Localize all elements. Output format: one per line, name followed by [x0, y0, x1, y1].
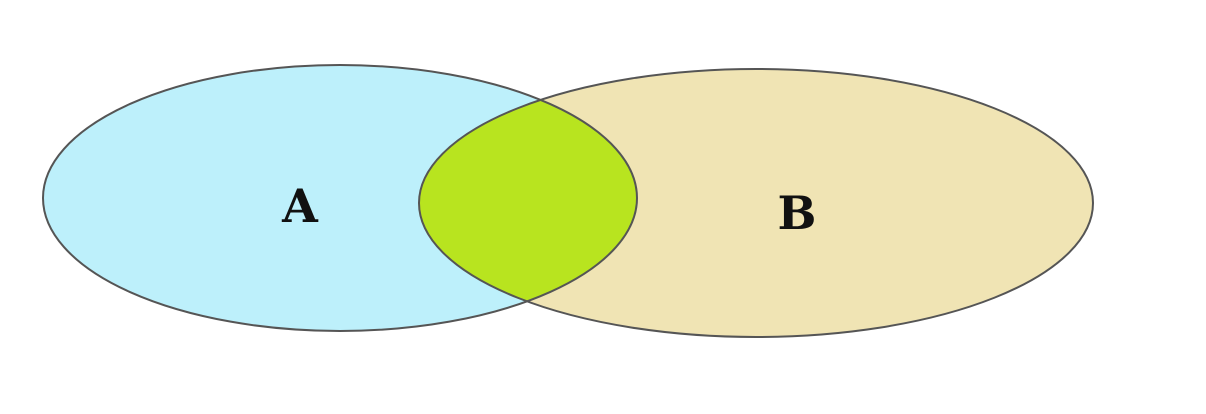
set-b-outline [418, 68, 1094, 338]
set-a-label: A [281, 179, 319, 233]
set-b-label: B [778, 186, 817, 240]
set-a-outline [42, 64, 638, 332]
intersection-region [419, 69, 637, 331]
